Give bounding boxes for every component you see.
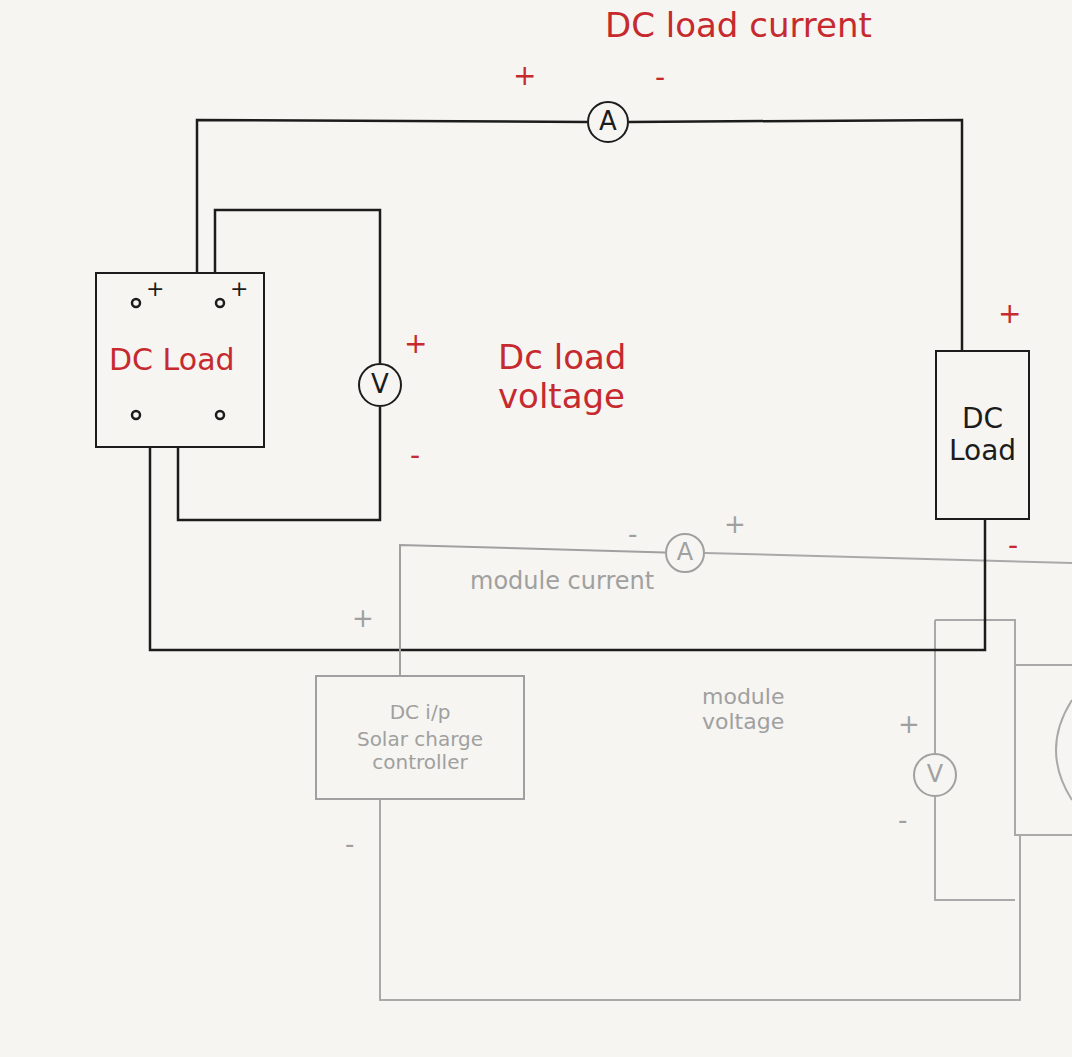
wire — [400, 545, 665, 675]
polarity-mark: + — [404, 328, 427, 360]
node-text: V — [371, 370, 389, 400]
annotation: module current — [470, 568, 654, 596]
annotation: DC load current — [605, 6, 872, 45]
wire — [629, 120, 962, 350]
module-wire — [380, 800, 1020, 1000]
terminal-dot — [216, 299, 224, 307]
module-wiring — [380, 553, 1072, 1000]
meter-symbol: A — [587, 101, 629, 143]
wire — [215, 210, 380, 363]
polarity-mark: + — [724, 510, 746, 540]
module-wire — [935, 620, 1015, 665]
polarity-mark: - — [1008, 530, 1018, 562]
meter-symbol: V — [358, 363, 402, 407]
polarity-mark: - — [628, 520, 637, 550]
polarity-mark: - — [345, 830, 354, 860]
module-wire — [935, 797, 1015, 900]
polarity-mark: - — [898, 806, 907, 836]
node-text: DC i/p — [390, 701, 451, 724]
solar-panel-mark — [1056, 700, 1072, 800]
node-text: V — [927, 761, 943, 789]
wire — [197, 120, 587, 272]
meter-symbol: V — [913, 753, 957, 797]
solar-panel — [1015, 665, 1072, 835]
node-text: Solar charge controller — [325, 728, 515, 774]
wire — [178, 407, 380, 520]
node-text: A — [599, 107, 617, 137]
annotation: module voltage — [702, 684, 802, 735]
terminal-dot — [132, 299, 140, 307]
polarity-mark: + — [230, 276, 248, 301]
node-text: A — [677, 539, 693, 567]
annotation: Dc load voltage — [498, 338, 728, 416]
node-text: DC Load — [945, 403, 1020, 467]
terminal-dot — [216, 411, 224, 419]
module-wire — [934, 620, 936, 753]
component-box: DC i/pSolar charge controller — [315, 675, 525, 800]
polarity-mark: + — [146, 276, 164, 301]
polarity-mark: + — [898, 710, 920, 740]
polarity-mark: - — [410, 440, 420, 472]
component-box: DC Load — [935, 350, 1030, 520]
node-text: DC Load — [109, 343, 235, 378]
terminal-dot — [132, 411, 140, 419]
meter-symbol: A — [665, 533, 705, 573]
polarity-mark: + — [513, 60, 536, 92]
polarity-mark: + — [998, 298, 1021, 330]
polarity-mark: - — [655, 62, 665, 94]
polarity-mark: + — [352, 604, 374, 634]
